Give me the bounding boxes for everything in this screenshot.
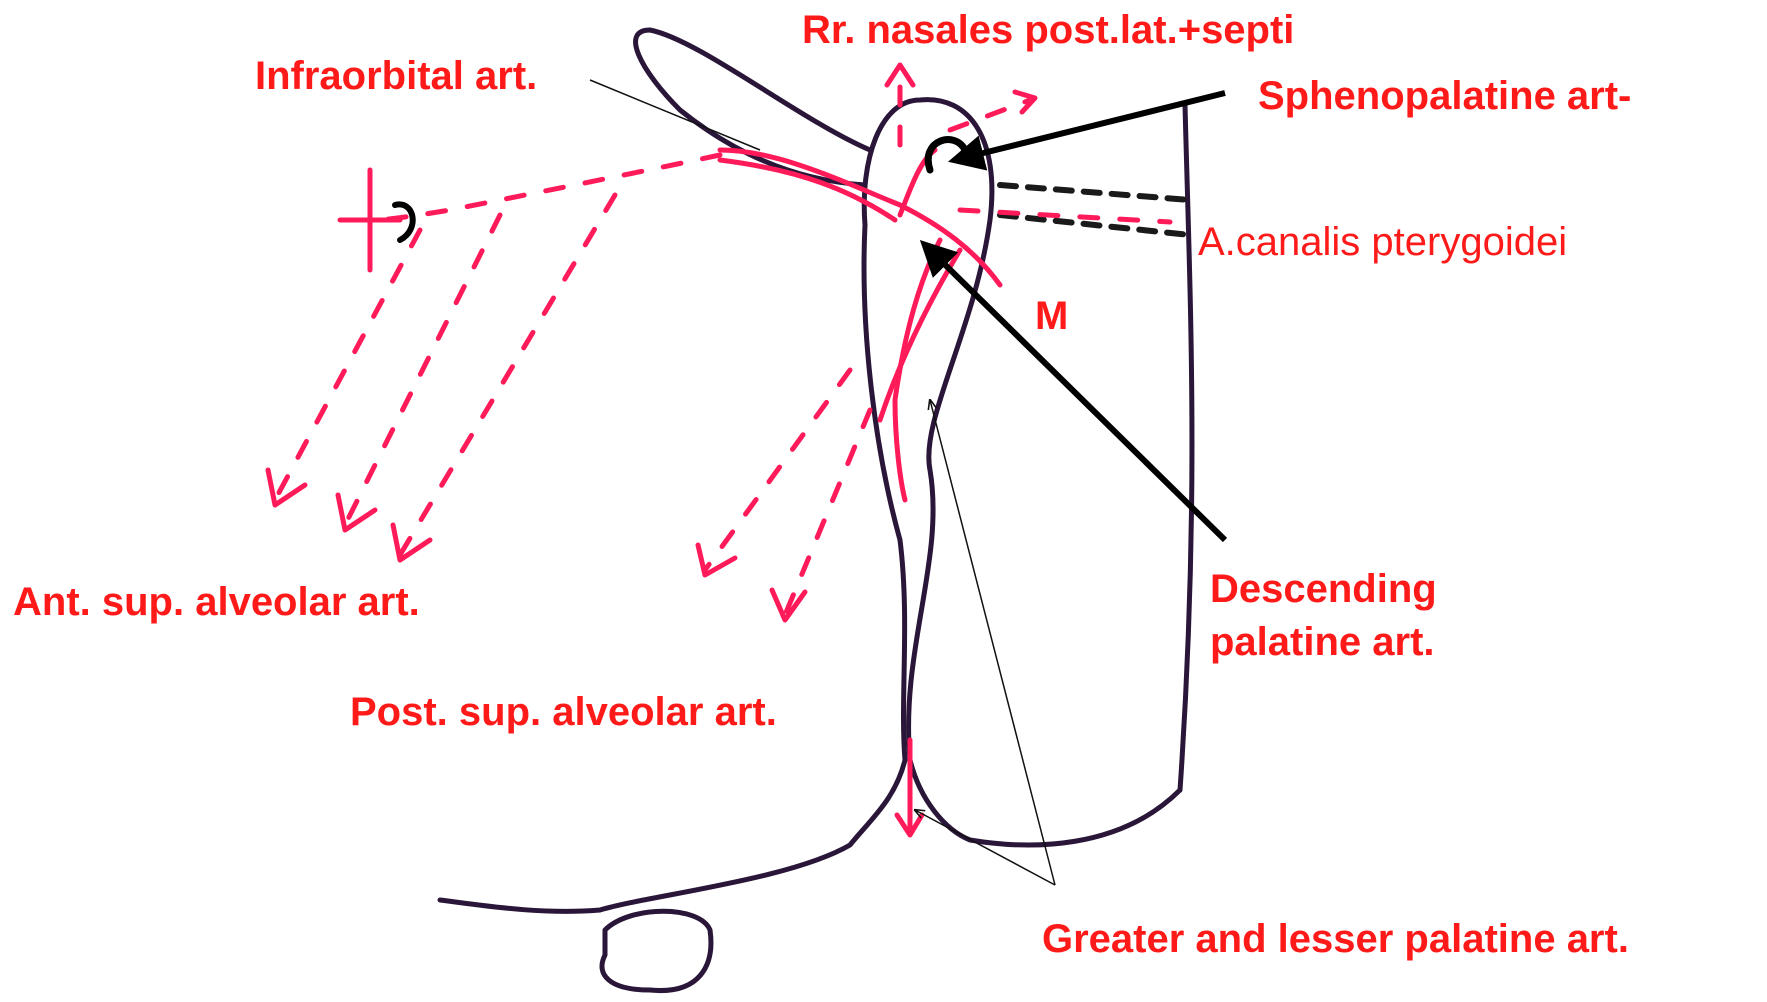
label-post-sup-alveolar-art: Post. sup. alveolar art. (350, 688, 777, 736)
descending-palatine-artery-1 (895, 240, 940, 500)
label-descending-line1: Descending (1210, 565, 1437, 613)
maxillary-artery-main (720, 150, 1000, 285)
label-m: M (1035, 292, 1068, 340)
post-sup-alveolar-1 (705, 370, 850, 570)
ant-sup-alveolar-1 (275, 230, 420, 500)
infraorbital-leader (590, 80, 760, 150)
infraorbital-dashed-continuation (380, 155, 720, 220)
label-sphenopalatine-art: Sphenopalatine art- (1258, 72, 1631, 120)
label-rr-nasales: Rr. nasales post.lat.+septi (802, 6, 1294, 54)
greater-lesser-leader-1 (930, 400, 1055, 885)
ant-sup-alveolar-3 (400, 195, 615, 555)
label-greater-lesser-palatine-art: Greater and lesser palatine art. (1042, 915, 1629, 963)
arrowhead-ant-3 (393, 525, 430, 560)
label-canalis-pterygoidei: A.canalis pterygoidei (1198, 218, 1567, 266)
label-ant-sup-alveolar-art: Ant. sup. alveolar art. (13, 578, 420, 626)
pterygoid-canal-dash-1 (1000, 185, 1190, 200)
label-descending-line2: palatine art. (1210, 618, 1435, 666)
label-infraorbital-art: Infraorbital art. (255, 52, 537, 100)
infraorbital-terminal-arrows (340, 170, 400, 270)
palate-lump-outline (602, 911, 711, 990)
sphenopalatine-foramen-icon (928, 140, 965, 170)
maxilla-back-outline (440, 225, 905, 911)
arrowhead-nasales-up (887, 65, 913, 85)
descending-palatine-artery-2 (880, 250, 960, 420)
arrowhead-post-1 (698, 545, 735, 575)
descending-palatine-pointer (925, 245, 1225, 540)
greater-lesser-leader-2 (915, 810, 1055, 885)
nasales-branch-right (950, 100, 1030, 130)
pterygoid-plate-outline (1180, 105, 1192, 790)
